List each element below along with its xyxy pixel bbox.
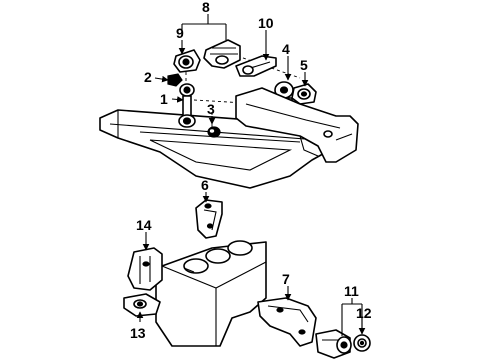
callout-13: 13	[130, 325, 146, 341]
callout-11: 11	[344, 283, 359, 299]
bushing-part-5	[291, 83, 317, 105]
callout-7: 7	[282, 271, 290, 287]
callout-8: 8	[202, 0, 210, 15]
frame-rail	[235, 87, 359, 163]
mount-arm-part-10	[235, 55, 277, 77]
callout-9: 9	[176, 25, 184, 41]
bracket-part-8	[203, 39, 241, 69]
bushing-part-3	[207, 126, 221, 138]
callout-1: 1	[160, 91, 168, 107]
callout-3: 3	[207, 101, 215, 117]
callout-5: 5	[300, 57, 308, 73]
callout-12: 12	[356, 305, 372, 321]
mount-part-13	[123, 293, 161, 317]
callout-6: 6	[201, 177, 209, 193]
bushing-part-12	[353, 334, 371, 352]
nut-part-2	[167, 73, 183, 87]
callout-4: 4	[282, 41, 290, 57]
bushing-part-9	[173, 49, 201, 73]
mount-arm-part-11	[315, 329, 352, 359]
bracket-part-6	[195, 199, 223, 239]
callout-2: 2	[144, 69, 152, 85]
callout-14: 14	[136, 217, 152, 233]
engine-block	[155, 240, 267, 347]
mount-bracket-part-14	[127, 247, 163, 291]
mount-bracket-part-7	[257, 297, 317, 347]
callout-leaders	[136, 14, 366, 336]
callout-10: 10	[258, 15, 274, 31]
link-rod-part-1	[178, 83, 196, 128]
